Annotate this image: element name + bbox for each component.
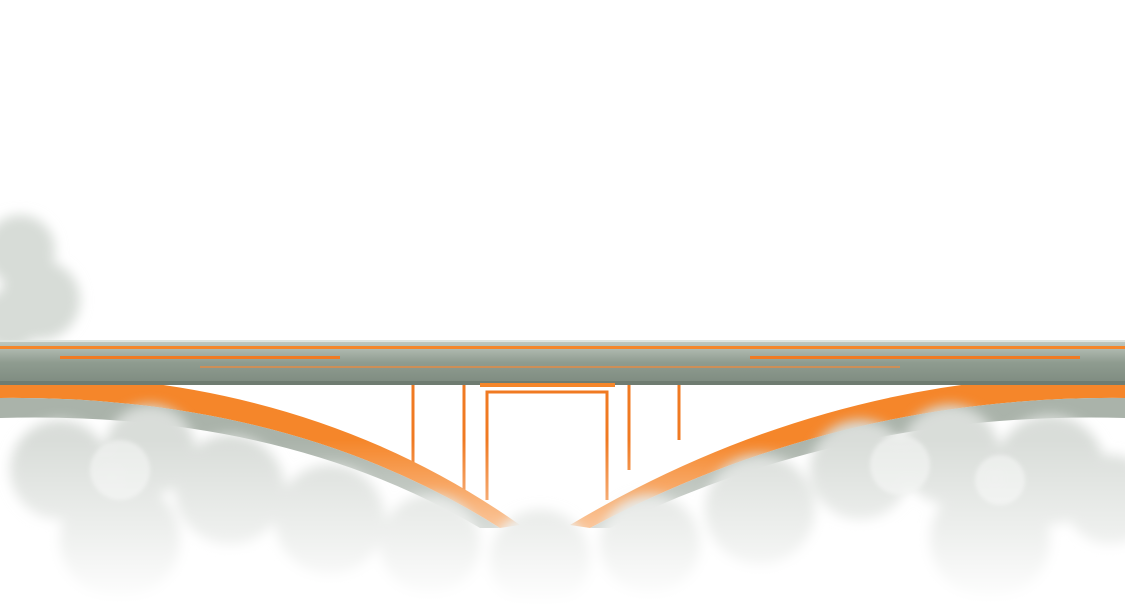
left-cloud: [0, 215, 80, 350]
bridge-deck: [0, 340, 1125, 387]
right-arch: [570, 374, 1125, 528]
left-arch: [0, 374, 520, 528]
bottom-fade: [0, 440, 1125, 606]
